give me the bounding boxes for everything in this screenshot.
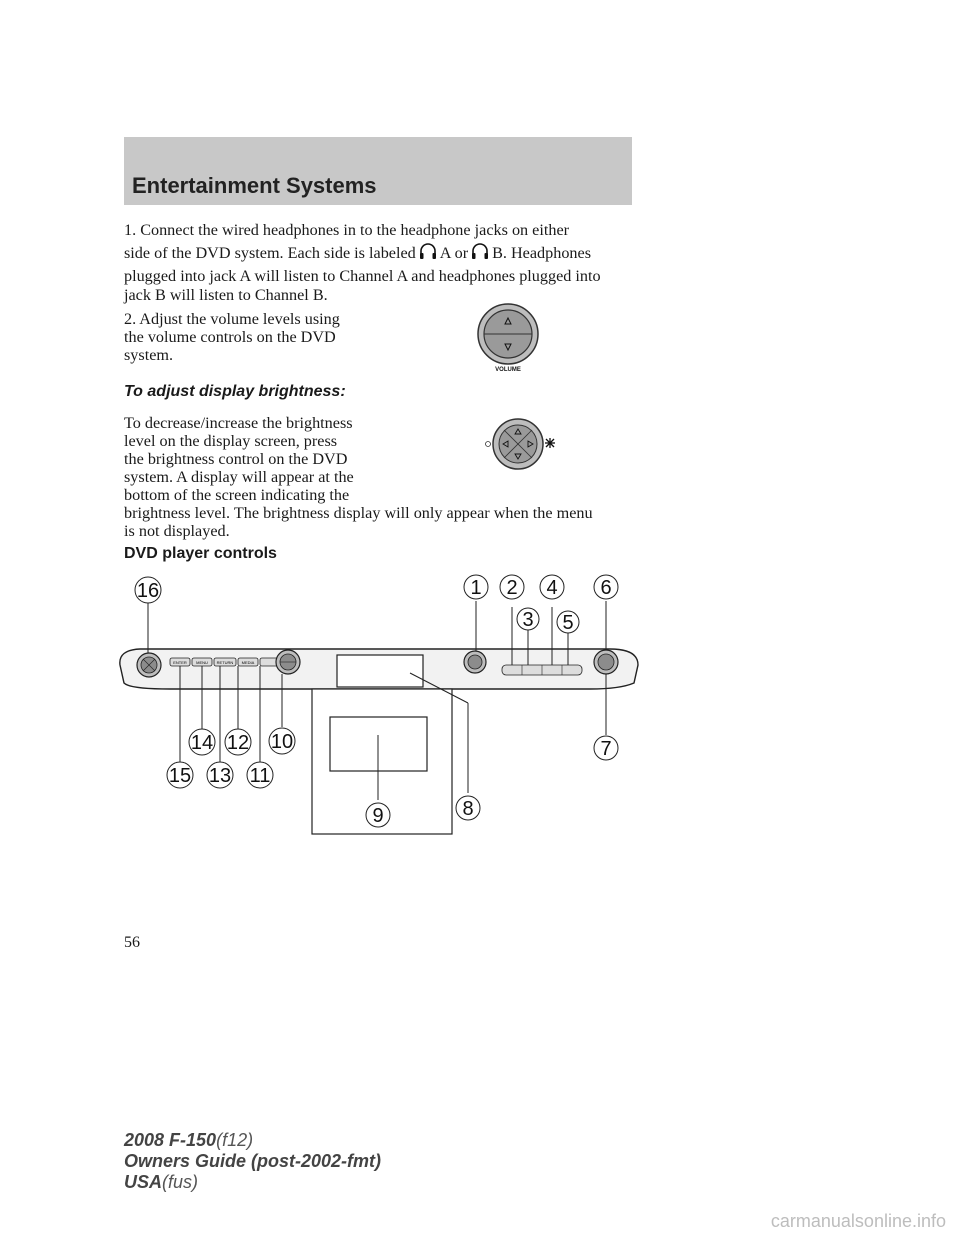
brightness-line7: is not displayed. — [124, 522, 230, 540]
brightness-line4: system. A display will appear at the — [124, 468, 354, 486]
step2-line2: the volume controls on the DVD — [124, 328, 336, 346]
volume-knob — [275, 649, 301, 675]
callout-8: 8 — [462, 798, 473, 820]
footer-model-code: (f12) — [216, 1130, 254, 1150]
media-button — [237, 657, 259, 667]
step1-line2-a: side of the DVD system. Each side is lab… — [124, 244, 416, 262]
callout-12: 12 — [227, 732, 249, 754]
callout-1: 1 — [470, 577, 481, 599]
volume-up-arrow-icon — [504, 316, 512, 325]
footer-region: USA — [124, 1172, 163, 1192]
headphone-channel-knob — [463, 650, 487, 674]
brightness-line6: brightness level. The brightness display… — [124, 504, 593, 522]
dvd-player-diagram: ENTER MENU RETURN MEDIA — [119, 574, 639, 835]
callout-13: 13 — [209, 765, 231, 787]
callout-14: 14 — [191, 732, 213, 754]
step1-line4: jack B will listen to Channel B. — [124, 286, 328, 304]
brightness-line3: the brightness control on the DVD — [124, 450, 348, 468]
callout-11: 11 — [250, 765, 271, 787]
footer-model: 2008 F-150 — [124, 1130, 217, 1150]
step1-line1: 1. Connect the wired headphones in to th… — [124, 221, 570, 239]
return-button — [213, 657, 237, 667]
step1-line2: side of the DVD system. Each side is lab… — [124, 241, 591, 267]
power-knob — [593, 649, 619, 675]
right-arrow-icon — [527, 440, 534, 448]
section-title: Entertainment Systems — [132, 173, 377, 198]
page-number: 56 — [124, 934, 140, 951]
callout-5: 5 — [562, 612, 573, 634]
dvd-controls-heading: DVD player controls — [124, 545, 277, 562]
callout-4: 4 — [546, 577, 557, 599]
headphone-channel-button — [259, 657, 279, 667]
brightness-line1: To decrease/increase the brightness — [124, 414, 353, 432]
left-arrow-icon — [502, 440, 509, 448]
volume-label: VOLUME — [495, 367, 521, 373]
footer-guide: Owners Guide (post-2002-fmt) — [124, 1151, 382, 1171]
joystick-control — [136, 652, 162, 678]
brightness-low-icon — [485, 441, 491, 447]
callout-15: 15 — [169, 765, 191, 787]
svg-text:MENU: MENU — [196, 660, 208, 665]
up-arrow-icon — [514, 428, 522, 435]
step2-line3: system. — [124, 346, 174, 364]
section-header-band: Entertainment Systems — [124, 137, 632, 205]
callout-numbers: 16 1 2 3 4 5 6 7 8 9 10 11 12 13 14 15 — [134, 574, 619, 828]
callout-16: 16 — [137, 580, 159, 602]
svg-text:ENTER: ENTER — [173, 660, 187, 665]
callout-3: 3 — [522, 609, 533, 631]
callout-9: 9 — [372, 805, 383, 827]
brightness-high-icon — [545, 438, 555, 448]
step1-line2-b: A or — [439, 244, 469, 262]
volume-down-arrow-icon — [504, 343, 512, 352]
transport-buttons — [501, 664, 583, 676]
svg-text:MEDIA: MEDIA — [242, 660, 255, 665]
footer: 2008 F-150(f12) Owners Guide (post-2002-… — [124, 1130, 381, 1193]
step2-line1: 2. Adjust the volume levels using — [124, 310, 340, 328]
svg-text:RETURN: RETURN — [217, 660, 234, 665]
step1-line3: plugged into jack A will listen to Chann… — [124, 267, 601, 285]
callout-6: 6 — [600, 577, 611, 599]
callout-10: 10 — [271, 731, 293, 753]
watermark[interactable]: carmanualsonline.info — [770, 1211, 946, 1231]
down-arrow-icon — [514, 453, 522, 460]
footer-region-code: (fus) — [162, 1172, 199, 1192]
callout-2: 2 — [506, 577, 517, 599]
volume-control-figure: VOLUME — [477, 303, 539, 373]
display-housing — [336, 654, 424, 688]
brightness-line5: bottom of the screen indicating the — [124, 486, 350, 504]
headphone-icon — [418, 241, 438, 267]
headphone-icon — [470, 241, 490, 267]
callout-7: 7 — [600, 738, 611, 760]
left-button-row: ENTER MENU RETURN MEDIA — [169, 657, 279, 667]
brightness-control-figure — [485, 418, 555, 470]
brightness-line2: level on the display screen, press — [124, 432, 338, 450]
step1-line2-c: B. Headphones — [492, 244, 591, 262]
brightness-heading: To adjust display brightness: — [124, 383, 346, 400]
